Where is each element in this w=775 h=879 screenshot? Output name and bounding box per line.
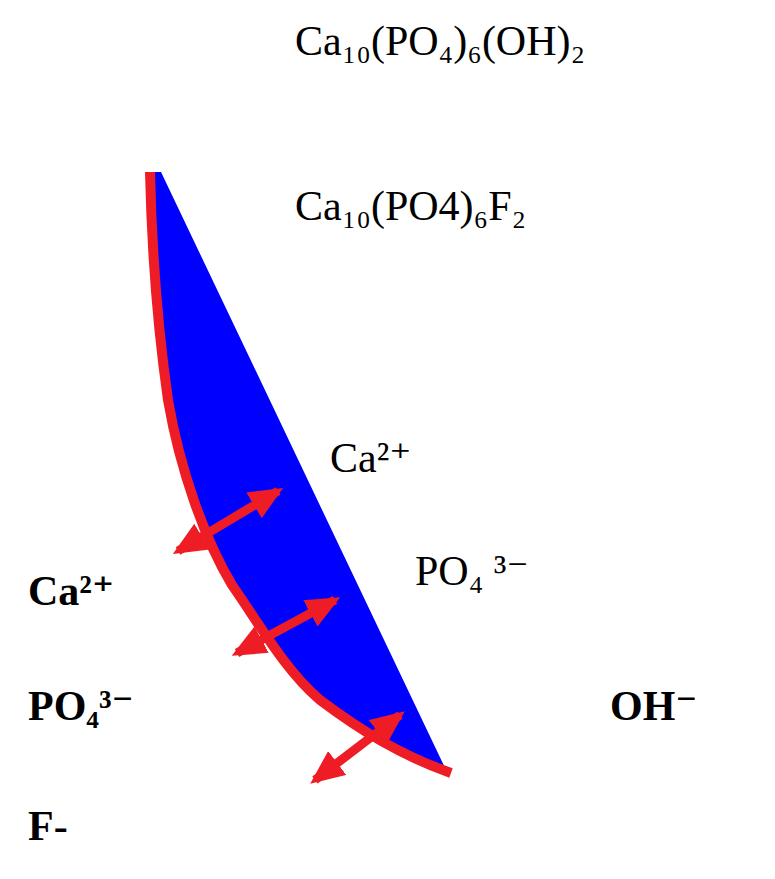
exchange-arrow [237,600,335,653]
ion-label: F- [28,805,68,847]
formula: Ca₁₀(PO4)₆F₂ [295,185,526,227]
exchange-arrow [178,491,278,551]
ion-label: Ca²⁺ [28,570,114,612]
ion-label: OH⁻ [610,685,698,727]
exchange-arrow [315,715,400,780]
enamel-surface [150,172,451,773]
ion-label: PO₄ ³⁻ [415,550,529,592]
ion-label: PO₄³⁻ [28,685,134,727]
ion-label: Ca²⁺ [330,437,411,479]
formula: Ca₁₀(PO₄)₆(OH)₂ [295,20,585,62]
